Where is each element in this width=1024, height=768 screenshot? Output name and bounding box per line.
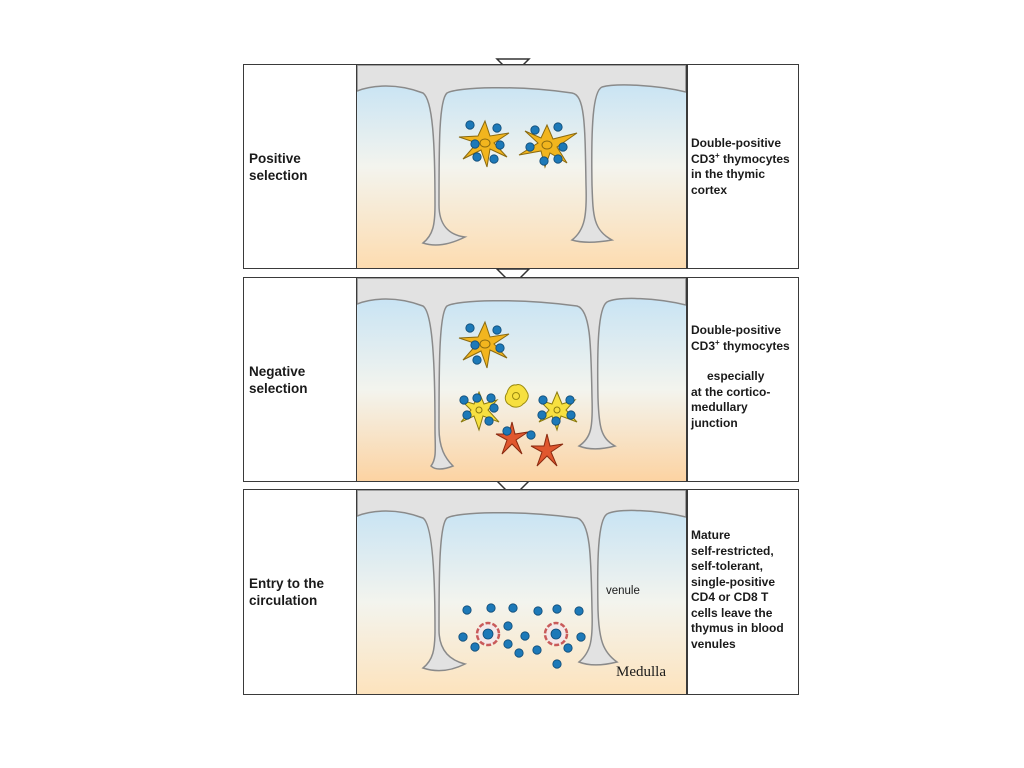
- divider: [356, 490, 358, 694]
- venule: [543, 621, 569, 647]
- description-line: self-restricted,: [691, 543, 774, 558]
- description-line: cortex: [691, 182, 728, 197]
- venule-label: venule: [606, 585, 640, 597]
- description-line: single-positive: [691, 574, 776, 589]
- description-line: venules: [691, 636, 736, 651]
- cortex-medulla-background: [357, 65, 686, 268]
- description-line: medullary: [691, 400, 748, 414]
- stage-description: Double-positive CD3+ thymocytes especial…: [691, 323, 799, 431]
- description-line: Mature: [691, 528, 731, 542]
- divider: [356, 65, 358, 268]
- divider: [686, 278, 688, 481]
- dendritic-cell: [530, 433, 564, 467]
- description-line: especially: [707, 369, 765, 383]
- divider: [686, 490, 688, 694]
- description-line: Double-positive: [691, 136, 782, 150]
- stage-description: Mature self-restricted, self-tolerant, s…: [691, 528, 799, 652]
- description-line: thymus in blood: [691, 621, 784, 635]
- divider: [686, 65, 688, 268]
- description-line: Double-positive: [691, 323, 782, 337]
- medulla-label: Medulla: [616, 664, 666, 680]
- description-line: at the cortico-: [691, 384, 771, 399]
- stage-description: Double-positive CD3+ thymocytes in the t…: [691, 136, 799, 198]
- venule: [475, 621, 501, 647]
- description-line: self-tolerant,: [691, 559, 764, 573]
- description-line: CD4 or CD8 T: [691, 590, 769, 604]
- panel-positive-selection: Positive selection: [243, 64, 799, 269]
- macrophage: [504, 384, 529, 408]
- cortex-medulla-background: [357, 278, 686, 481]
- epithelial-cell: [458, 119, 510, 168]
- thymocytes: [465, 120, 568, 166]
- divider: [356, 278, 358, 481]
- thymus-illustration: [357, 490, 686, 694]
- description-line: CD3+ thymocytes: [691, 150, 790, 166]
- cortex-medulla-background: [357, 490, 686, 694]
- description-line: junction: [691, 415, 738, 430]
- stage-title: Positive selection: [249, 150, 308, 183]
- panel-negative-selection: Negative selection: [243, 277, 799, 482]
- panel-entry-to-circulation: Entry to the circulation: [243, 489, 799, 695]
- thymocytes: [459, 323, 576, 440]
- description-line: CD3+ thymocytes: [691, 337, 790, 353]
- thymocytes: [458, 603, 586, 669]
- capsule-septa: [357, 65, 686, 246]
- thymus-illustration: [357, 65, 686, 268]
- capsule-septa: [357, 278, 686, 470]
- epithelial-cell: [518, 123, 578, 169]
- epithelial-cell: [458, 320, 510, 369]
- description-line: in the thymic: [691, 167, 766, 181]
- description-line: cells leave the: [691, 605, 773, 620]
- capsule-septa: [357, 490, 686, 672]
- thymus-illustration: [357, 278, 686, 481]
- stage-title: Negative selection: [249, 363, 308, 396]
- stage-title: Entry to the circulation: [249, 576, 325, 608]
- dendritic-cell: [495, 421, 529, 455]
